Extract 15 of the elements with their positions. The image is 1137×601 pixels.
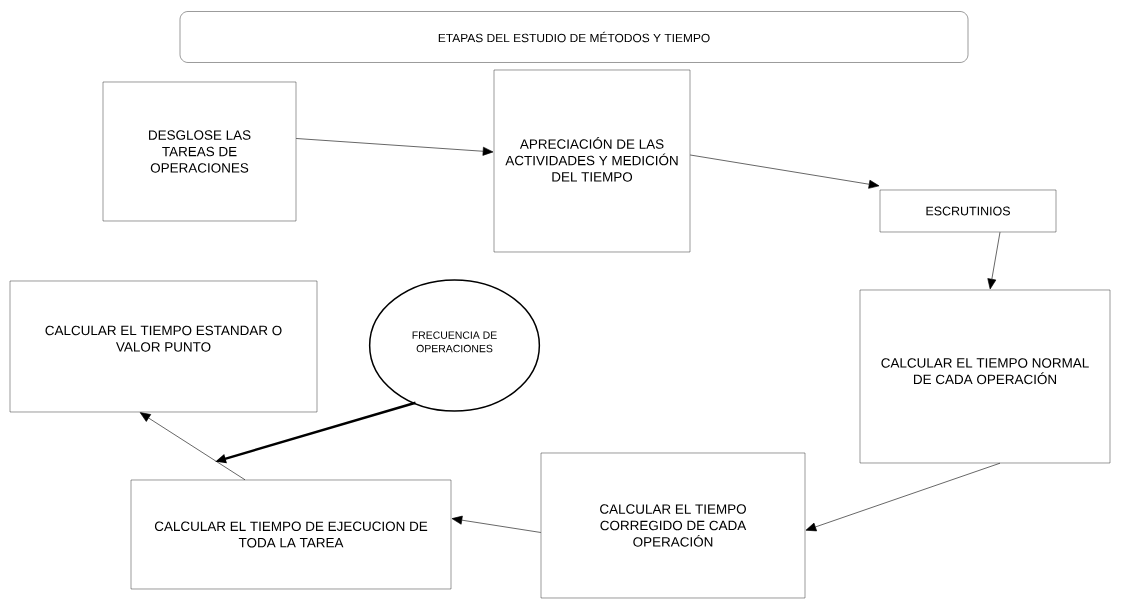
ellipse-node: FRECUENCIA DE OPERACIONES: [368, 279, 541, 412]
process-box: CALCULAR EL TIEMPO DE EJECUCION DE TODA LA TAREA: [130, 479, 452, 590]
arrow: [451, 515, 542, 533]
title-box: ETAPAS DEL ESTUDIO DE MÉTODOS Y TIEMPO: [179, 11, 969, 63]
process-box: CALCULAR EL TIEMPO CORREGIDO DE CADA OPERACIÓN: [540, 452, 806, 599]
process-box: CALCULAR EL TIEMPO ESTANDAR O VALOR PUNTO: [9, 280, 318, 413]
arrow: [139, 412, 246, 481]
arrow: [689, 154, 880, 189]
process-box: DESGLOSE LAS TAREAS DE OPERACIONES: [102, 81, 297, 222]
arrow: [805, 462, 1001, 532]
process-box: APRECIACIÓN DE LAS ACTIVIDADES Y MEDICIÓN DEL TIEMPO: [493, 69, 691, 253]
arrow: [295, 138, 494, 156]
arrow: [987, 231, 1001, 290]
process-box: CALCULAR EL TIEMPO NORMAL DE CADA OPERACIÓN: [859, 289, 1111, 464]
process-box: ESCRUTINIOS: [879, 189, 1057, 233]
